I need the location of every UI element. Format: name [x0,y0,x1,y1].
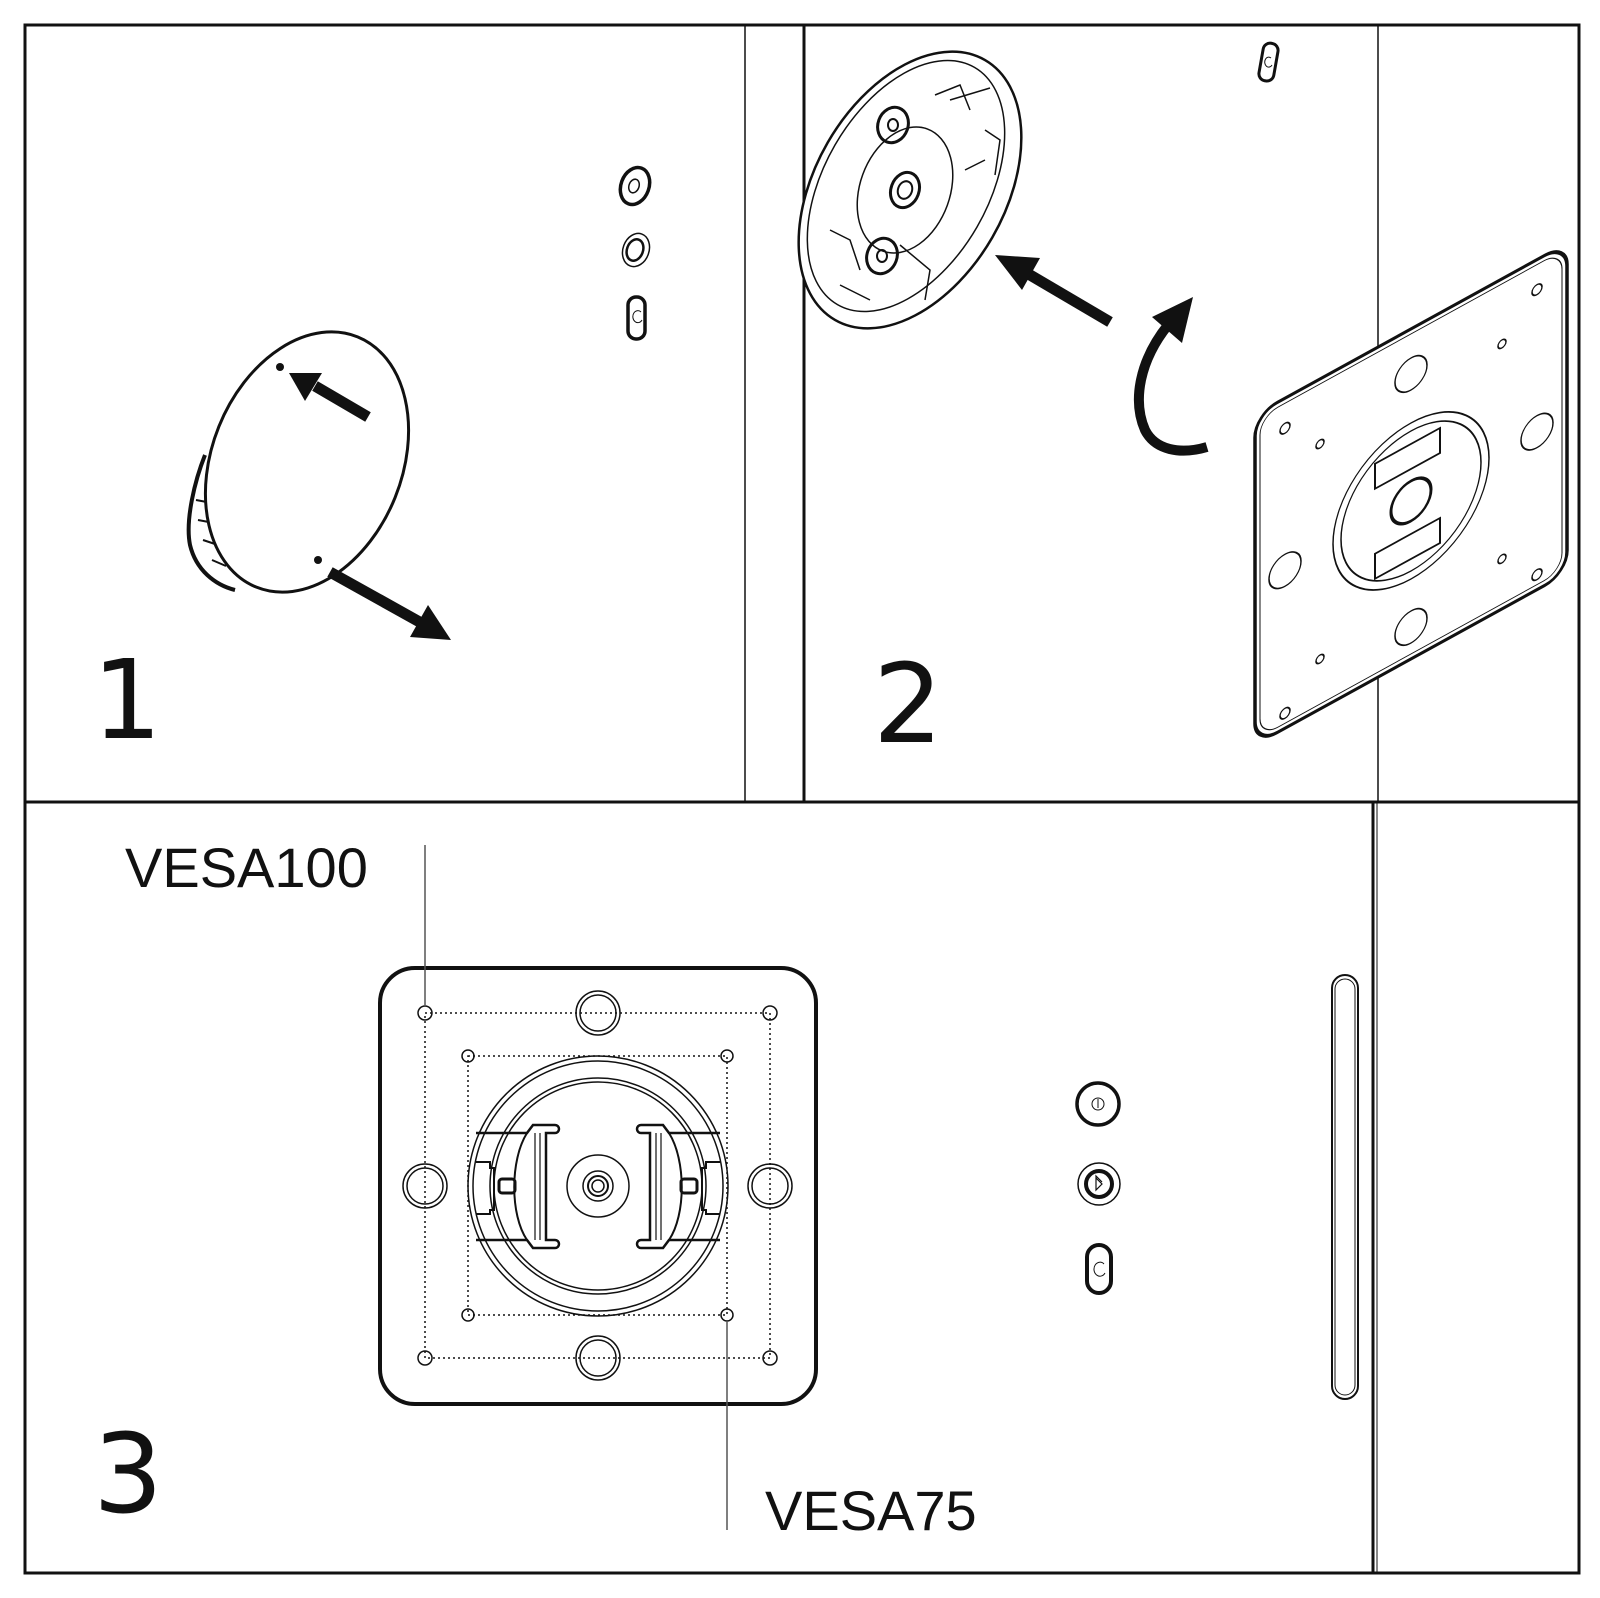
outer-frame [23,23,1581,1575]
back-cover-disc [186,330,411,594]
reset-button-icon [1085,1243,1113,1295]
notch-dot-bottom [314,556,322,564]
arrow-pry-up-icon [289,373,371,422]
notch-dot-top [276,363,284,371]
arrow-pull-out-icon [327,567,451,640]
step-number-1: 1 [92,636,162,764]
arrow-attach-icon [995,255,1113,327]
mount-disc [797,50,1023,330]
wall-plate [1253,250,1569,738]
power-button-icon [618,165,652,207]
reset-button-icon [626,295,647,341]
step-number-3: 3 [93,1410,163,1538]
panel-step-1: 1 [92,25,746,802]
cable-slot [1331,974,1359,1400]
vesa100-pattern [424,1012,771,1359]
vesa75-label: VESA75 [765,1479,977,1542]
step-number-2: 2 [873,640,943,768]
panel-step-3: VESA100 VESA75 3 [93,802,1378,1573]
bluetooth-button-icon [621,232,651,268]
panel-step-2: 2 [797,25,1569,802]
power-button-icon [1075,1081,1121,1127]
reset-button-icon [1257,41,1280,83]
wall-plate-front [378,966,818,1406]
rotate-arrow-icon [1134,297,1209,456]
vesa100-label: VESA100 [125,836,368,899]
bluetooth-button-icon [1077,1162,1121,1206]
vesa75-pattern [467,1055,728,1316]
